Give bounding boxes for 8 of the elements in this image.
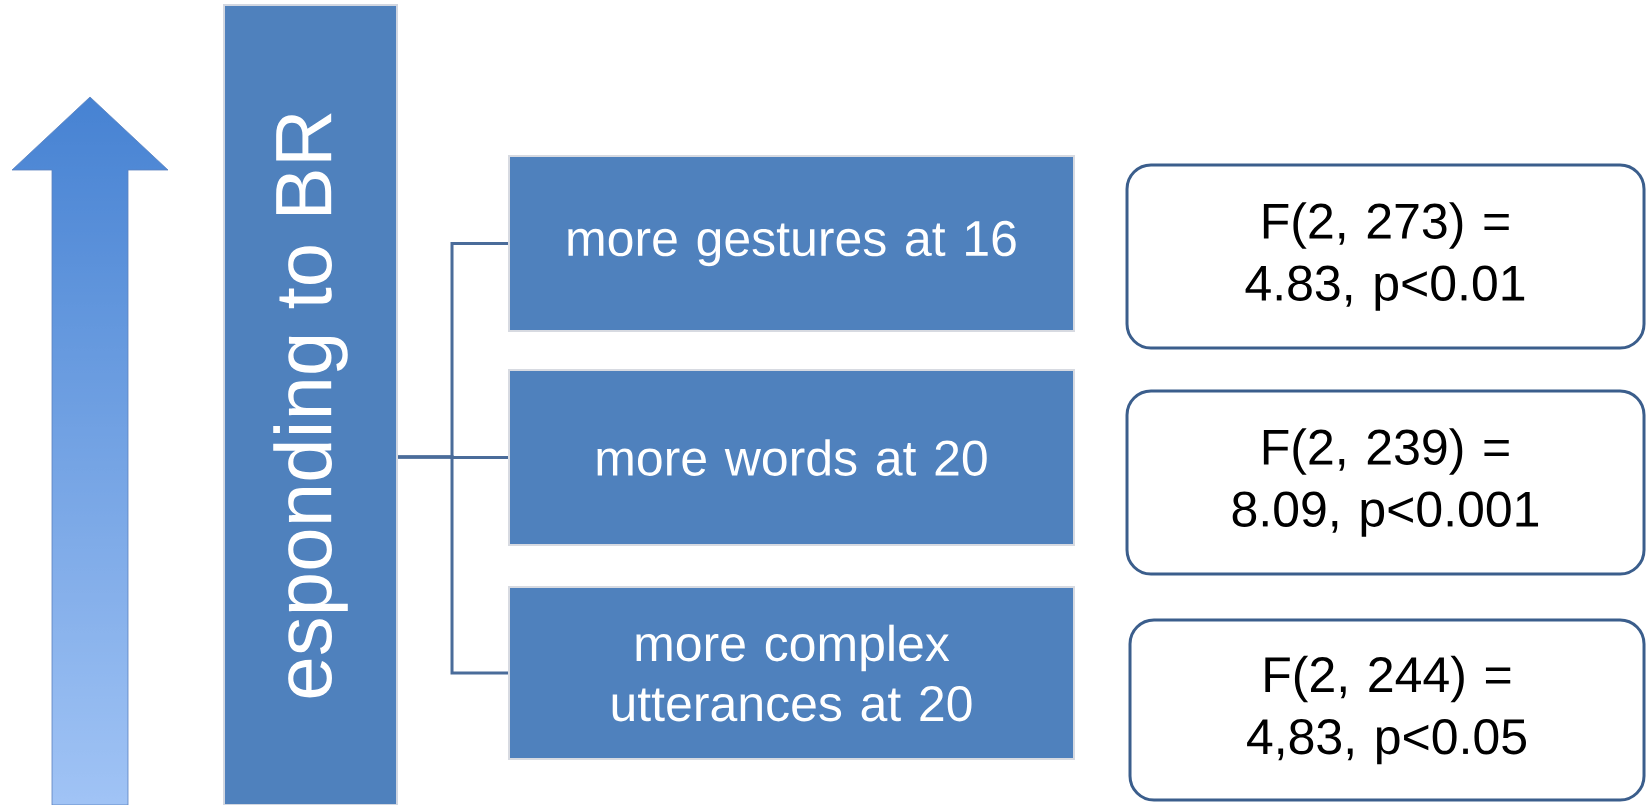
connector [398,455,508,675]
statistic-box: F(2, 273) = 4.83, p<0.01 [1125,163,1646,350]
statistic-box: F(2, 244) = 4,83, p<0.05 [1128,618,1646,802]
finding-box: more words at 20 [508,369,1075,546]
vertical-banner: esponding to BR [223,4,398,805]
statistic-box: F(2, 239) = 8.09, p<0.001 [1125,389,1646,576]
finding-box: more complex utterances at 20 [508,586,1075,760]
finding-box: more gestures at 16 [508,155,1075,332]
